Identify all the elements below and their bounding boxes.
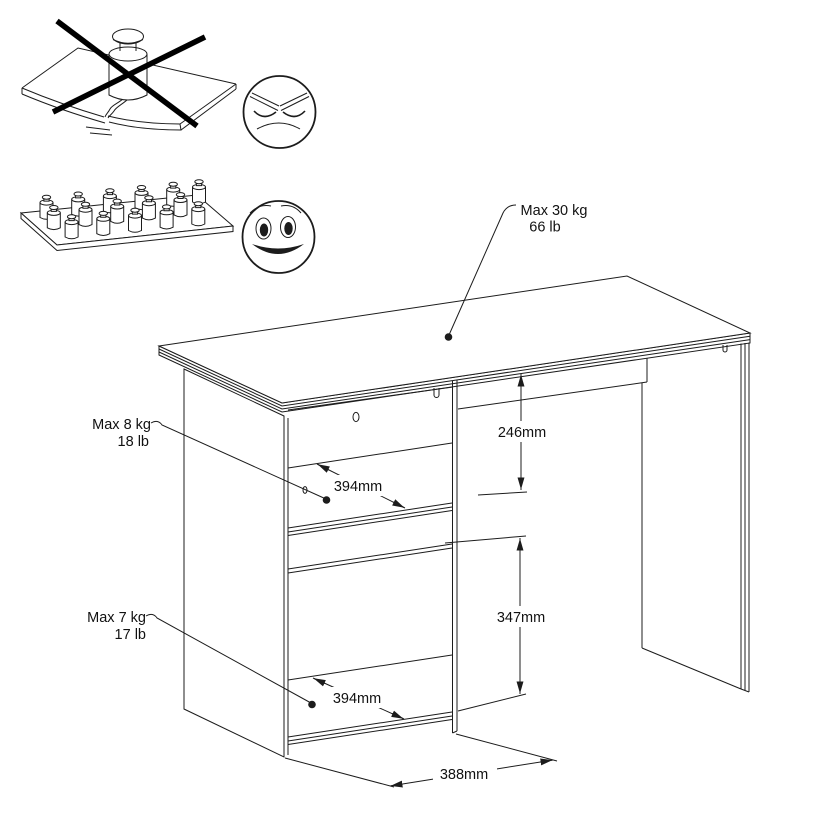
leader-dot <box>322 496 331 504</box>
dimension-388mm: 388mm <box>284 733 558 788</box>
shelf-load-kg: Max 8 kg <box>92 417 151 433</box>
allowed-load-pictogram <box>19 179 235 252</box>
motion-dash <box>89 132 113 136</box>
drawer-front <box>287 543 453 574</box>
forbidden-load-pictogram <box>21 18 237 136</box>
divider-panel <box>452 380 458 734</box>
smiley-face-icon <box>241 200 316 274</box>
cross-out-icon <box>51 18 207 129</box>
dim-394mm-bottom-label: 394mm <box>333 691 381 707</box>
desktop <box>157 275 752 413</box>
label-bottom-shelf-load: Max 7 kg 17 lb <box>87 610 316 709</box>
screw-hole-icon <box>352 411 360 423</box>
middle-shelf <box>287 442 453 536</box>
label-shelf-load: Max 8 kg 18 lb <box>92 417 331 504</box>
leader-dot <box>308 700 316 709</box>
angry-face-icon <box>242 75 317 149</box>
bottom-shelf-load-lb: 17 lb <box>115 627 146 643</box>
dim-394mm-shelf-label: 394mm <box>334 479 382 495</box>
bottom-shelf-load-kg: Max 7 kg <box>87 610 146 626</box>
dim-388mm-label: 388mm <box>440 767 488 783</box>
screw-slot-icon <box>722 345 728 353</box>
label-desktop-load: Max 30 kg 66 lb <box>444 203 588 341</box>
screw-slot-icon <box>433 388 440 398</box>
leader-dot <box>444 333 453 341</box>
dimension-347mm: 347mm <box>444 535 552 712</box>
dim-246mm-label: 246mm <box>498 425 546 441</box>
desktop-load-kg: Max 30 kg <box>521 203 588 219</box>
back-apron <box>457 358 648 410</box>
motion-dash <box>85 126 111 131</box>
bottom-shelf <box>287 654 453 745</box>
dim-347mm-label: 347mm <box>497 610 545 626</box>
desk-drawing <box>157 275 752 758</box>
pedestal-compartment <box>287 380 458 745</box>
dimension-394mm-bottom: 394mm <box>312 677 405 720</box>
dimension-246mm: 246mm <box>477 374 553 496</box>
right-leg <box>641 342 750 693</box>
desktop-load-lb: 66 lb <box>529 220 560 236</box>
left-pedestal <box>183 368 308 758</box>
shelf-load-lb: 18 lb <box>118 434 149 450</box>
dimension-394mm-shelf: 394mm <box>316 463 406 509</box>
